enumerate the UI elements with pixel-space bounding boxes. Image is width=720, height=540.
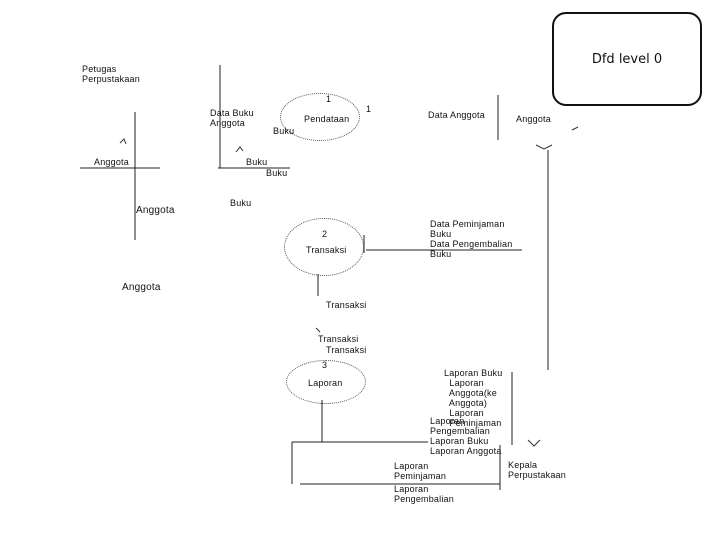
flow-laporan-pengembalian: Laporan Pengembalian bbox=[394, 484, 454, 504]
flow-transaksi-1: Transaksi bbox=[326, 300, 367, 310]
process-1-name: Pendataan bbox=[304, 114, 350, 124]
flow-data-peminjaman-pengembalian: Data Peminjaman Buku Data Pengembalian B… bbox=[430, 219, 513, 259]
process-3-circle bbox=[286, 360, 366, 404]
process-3-name: Laporan bbox=[308, 378, 343, 388]
flow-laporan-block-2: Laporan Pengembalian Laporan Buku Lapora… bbox=[430, 416, 502, 456]
entity-kepala-perpustakaan: Kepala Perpustakaan bbox=[508, 460, 566, 480]
arrowhead-6 bbox=[527, 439, 541, 447]
flow-laporan-peminjaman: Laporan Peminjaman bbox=[394, 461, 447, 481]
store-anggota-label: Anggota bbox=[94, 157, 129, 167]
entity-petugas-perpustakaan: Petugas Perpustakaan bbox=[82, 64, 140, 84]
arrowhead-2 bbox=[235, 146, 244, 153]
store-buku-label: Buku bbox=[246, 157, 268, 167]
flow-anggota-low: Anggota bbox=[122, 282, 161, 293]
arrowhead-3 bbox=[535, 144, 553, 150]
flow-data-anggota: Data Anggota bbox=[428, 110, 485, 120]
process-2-number: 2 bbox=[322, 229, 328, 239]
flow-transaksi-2: Transaksi bbox=[318, 334, 359, 344]
arrowhead-1 bbox=[119, 138, 127, 145]
process-1-number: 1 bbox=[326, 94, 332, 104]
store-buku-sub-label: Buku bbox=[266, 168, 288, 178]
process-1-number-tag: 1 bbox=[366, 104, 372, 114]
diagram-title-box: Dfd level 0 bbox=[552, 12, 702, 106]
entity-anggota-label: Anggota bbox=[136, 205, 175, 216]
diagram-title: Dfd level 0 bbox=[591, 51, 663, 67]
store-anggota-right-label: Anggota bbox=[516, 114, 551, 124]
process-1-circle bbox=[280, 93, 360, 141]
flow-transaksi-3: Transaksi bbox=[326, 345, 367, 355]
process-2-name: Transaksi bbox=[306, 245, 347, 255]
flow-buku-small: Buku bbox=[273, 126, 295, 136]
flow-buku-to-transaksi: Buku bbox=[230, 198, 252, 208]
arrowhead-4 bbox=[571, 126, 579, 131]
process-3-number: 3 bbox=[322, 360, 328, 370]
flow-laporan-block: Laporan Buku Laporan Anggota(ke Anggota)… bbox=[444, 368, 503, 428]
arrowhead-5 bbox=[315, 327, 321, 333]
